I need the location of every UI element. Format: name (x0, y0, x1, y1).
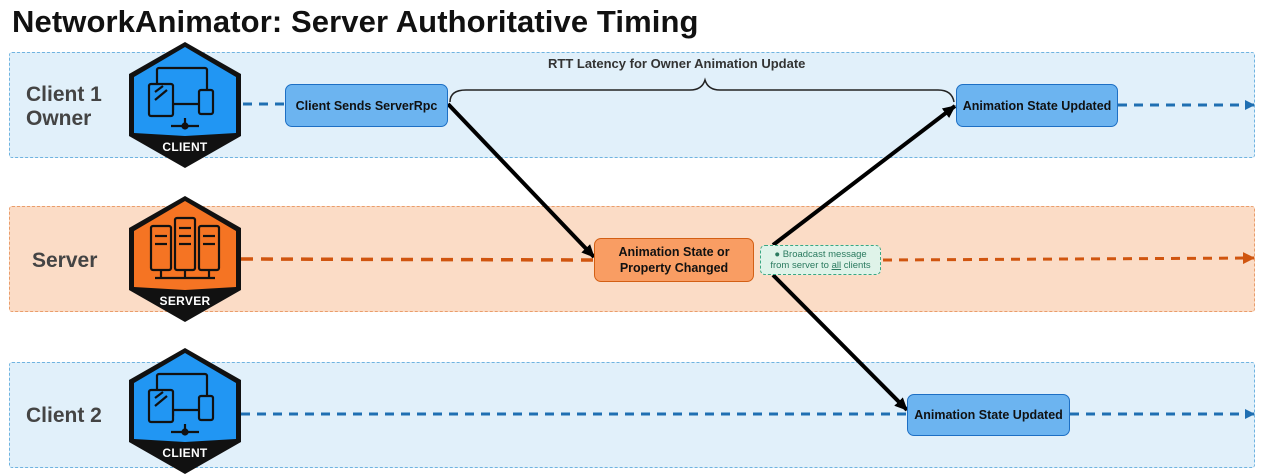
animation-state-changed-line2: Property Changed (619, 261, 729, 275)
client1-badge-label: CLIENT (162, 140, 208, 154)
client2-badge-label: CLIENT (162, 446, 208, 460)
rtt-latency-brace (449, 77, 955, 103)
client-devices-icon (147, 66, 215, 130)
broadcast-note-prefix: from server to (770, 260, 832, 271)
server-to-client2-arrow (771, 273, 909, 412)
server-rack-icon (149, 216, 221, 280)
broadcast-note-all: all (831, 260, 842, 271)
rpc-to-server-arrow (446, 102, 596, 259)
lightbulb-icon: ● (774, 249, 781, 260)
server-badge-label: SERVER (159, 294, 211, 308)
broadcast-note-line2: from server to all clients (761, 260, 880, 271)
broadcast-note-suffix: clients (841, 260, 871, 271)
server-to-owner-arrow (771, 104, 957, 247)
broadcast-note-line1: ● Broadcast message (761, 249, 880, 260)
client2-lane-label: Client 2 (26, 404, 102, 427)
client2-animation-updated-box: Animation State Updated (907, 394, 1070, 436)
animation-state-changed-line1: Animation State or (618, 245, 730, 259)
client1-label-line1: Client 1 (26, 83, 102, 106)
client-sends-serverrpc-box: Client Sends ServerRpc (285, 84, 448, 127)
client1-lane-label: Client 1 Owner (26, 83, 102, 131)
server-lane-label: Server (32, 249, 98, 272)
client1-badge: CLIENT (127, 40, 243, 170)
owner-animation-updated-box: Animation State Updated (956, 84, 1118, 127)
server-timeline-start (240, 257, 595, 262)
client-devices-icon (147, 372, 215, 436)
broadcast-note: ● Broadcast message from server to all c… (760, 245, 881, 275)
client2-badge: CLIENT (127, 346, 243, 476)
server-badge: SERVER (127, 194, 243, 324)
client1-label-line2: Owner (26, 107, 92, 130)
latency-label: RTT Latency for Owner Animation Update (548, 56, 806, 71)
animation-state-changed-box: Animation State or Property Changed (594, 238, 754, 282)
page-title: NetworkAnimator: Server Authoritative Ti… (12, 4, 699, 39)
broadcast-note-text1: Broadcast message (782, 249, 867, 260)
server-timeline-end (882, 252, 1255, 265)
